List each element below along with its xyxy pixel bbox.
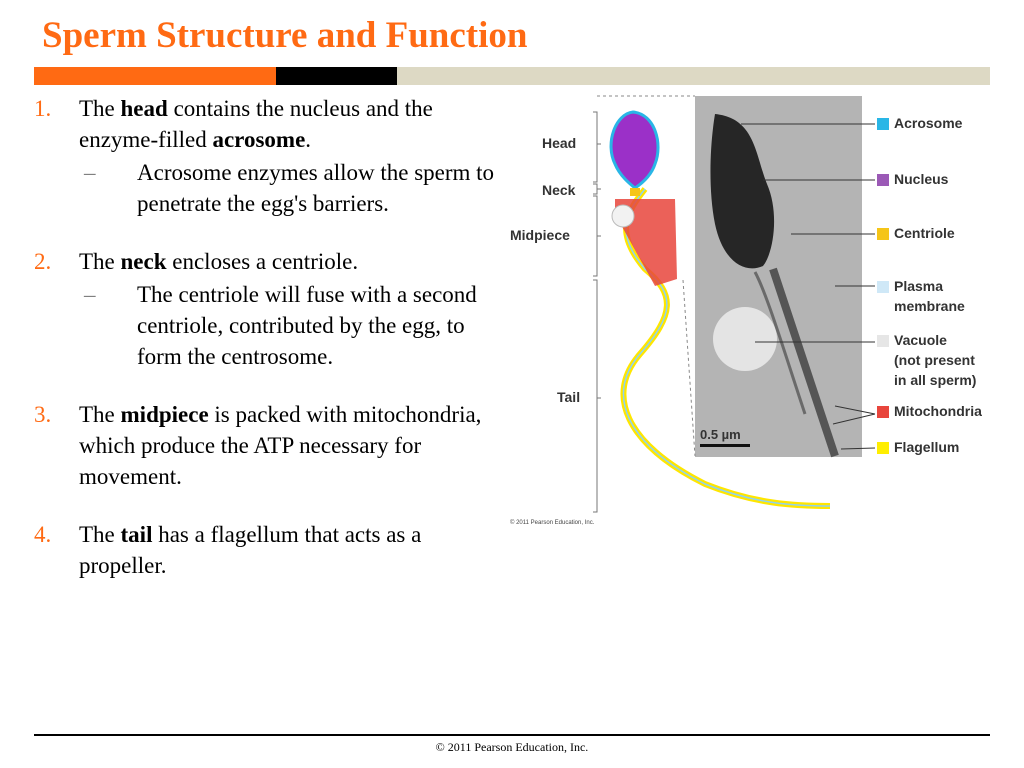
- svg-text:Nucleus: Nucleus: [894, 171, 949, 187]
- sub-point: – Acrosome enzymes allow the sperm to pe…: [79, 157, 504, 219]
- figure-credit: © 2011 Pearson Education, Inc.: [510, 519, 595, 526]
- micrograph-mitochondria: [753, 271, 807, 415]
- swatch-vacuole: [877, 335, 889, 347]
- micrograph-vacuole: [713, 307, 777, 371]
- bracket-midpiece: [593, 195, 601, 277]
- svg-text:Acrosome: Acrosome: [894, 115, 963, 131]
- swatch-mitochondria: [877, 406, 889, 418]
- swatch-plasma-membrane: [877, 281, 889, 293]
- label-tail: Tail: [557, 389, 580, 405]
- scale-bar: [700, 444, 750, 447]
- point-number: 3.: [34, 402, 52, 427]
- svg-text:Flagellum: Flagellum: [894, 439, 959, 455]
- point-tail: 4. The tail has a flagellum that acts as…: [34, 519, 504, 581]
- swatch-acrosome: [877, 118, 889, 130]
- dash-bullet: –: [84, 282, 96, 307]
- dash-bullet: –: [84, 160, 96, 185]
- point-number: 2.: [34, 249, 52, 274]
- point-head: 1. The head contains the nucleus and the…: [34, 93, 504, 219]
- svg-text:Mitochondria: Mitochondria: [894, 403, 982, 419]
- swatch-centriole: [877, 228, 889, 240]
- title-bar-orange: [34, 67, 276, 85]
- micrograph-nucleus: [710, 114, 775, 269]
- bracket-neck: [593, 183, 601, 195]
- bracket-tail: [593, 279, 601, 513]
- footer-copyright: © 2011 Pearson Education, Inc.: [435, 740, 589, 754]
- tail-membrane: [622, 188, 831, 507]
- svg-text:membrane: membrane: [894, 298, 965, 314]
- title-bar-beige: [397, 67, 990, 85]
- swatch-nucleus: [877, 174, 889, 186]
- point-number: 4.: [34, 522, 52, 547]
- svg-text:in all sperm): in all sperm): [894, 372, 976, 388]
- zoom-guide: [597, 95, 696, 457]
- legend-leader-lines: [741, 123, 876, 450]
- scale-label: 0.5 µm: [700, 427, 741, 442]
- point-neck: 2. The neck encloses a centriole. – The …: [34, 246, 504, 372]
- sub-point: – The centriole will fuse with a second …: [79, 279, 504, 372]
- svg-text:(not present: (not present: [894, 352, 975, 368]
- midpiece-vacuole: [611, 204, 635, 228]
- swatch-flagellum: [877, 442, 889, 454]
- svg-text:Centriole: Centriole: [894, 225, 955, 241]
- label-head: Head: [542, 135, 576, 151]
- title-bar-black: [276, 67, 397, 85]
- label-neck: Neck: [542, 182, 576, 198]
- label-midpiece: Midpiece: [510, 227, 570, 243]
- point-midpiece: 3. The midpiece is packed with mitochond…: [34, 399, 504, 492]
- slide-title: Sperm Structure and Function: [42, 15, 528, 56]
- neck-centriole: [630, 188, 640, 196]
- sperm-diagram: Head Neck Midpiece Tail 0.5 µm Acrosome …: [510, 95, 982, 526]
- svg-text:Plasma: Plasma: [894, 278, 943, 294]
- bullet-list: 1. The head contains the nucleus and the…: [34, 93, 504, 608]
- legend: Acrosome Nucleus Centriole Plasma membra…: [741, 115, 982, 455]
- micrograph-flagellum: [769, 267, 839, 458]
- svg-text:Vacuole: Vacuole: [894, 332, 947, 348]
- bracket-head: [593, 111, 601, 183]
- point-number: 1.: [34, 96, 52, 121]
- head-acrosome-nucleus: [609, 110, 660, 190]
- footer-divider: [34, 734, 990, 736]
